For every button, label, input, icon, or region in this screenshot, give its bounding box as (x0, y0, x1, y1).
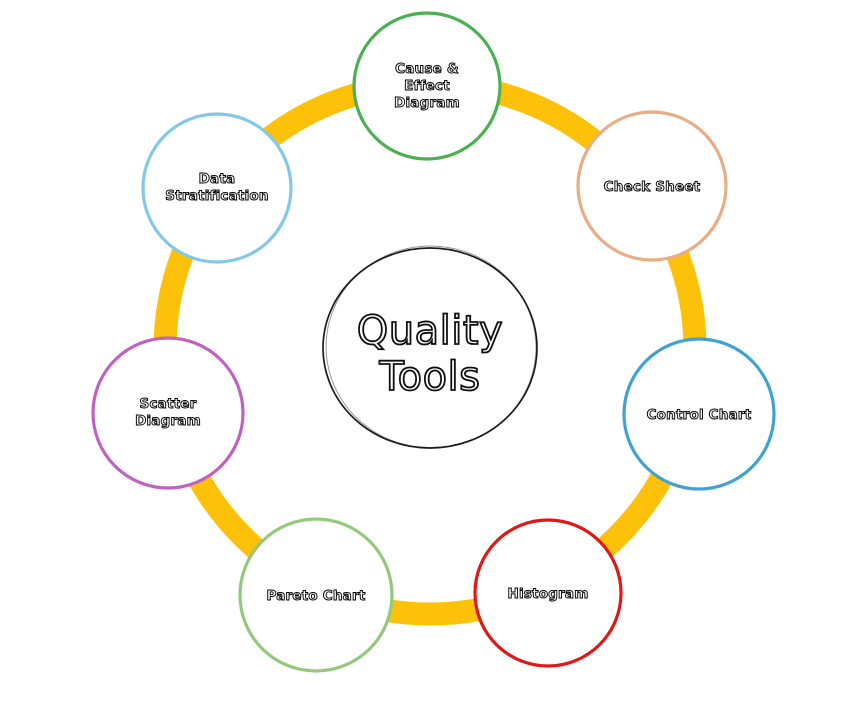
node-label-line: Histogram (508, 586, 589, 602)
node-label-line: Pareto Chart (266, 588, 365, 604)
node-label-histogram: Histogram (507, 586, 589, 603)
node-label-data-stratification: Data Stratification (165, 171, 269, 205)
node-label-line: Stratification (165, 188, 268, 204)
center-node: Quality Tools (322, 245, 538, 449)
node-circle-scatter-diagram (91, 336, 245, 490)
node-label-line: Scatter (140, 396, 197, 412)
node-label-line: Diagram (394, 95, 460, 111)
node-label-line: Data (199, 171, 236, 187)
node-circle-data-stratification (141, 112, 293, 264)
center-title-line-2: Tools (378, 354, 480, 400)
node-circle-cause-effect-diagram (352, 11, 502, 161)
node-label-line: Effect (404, 78, 450, 94)
node-circle-pareto-chart (238, 517, 394, 673)
center-circle-sketch-line (325, 245, 537, 449)
node-label-line: Control Chart (647, 407, 752, 423)
node-label-scatter-diagram: Scatter Diagram (135, 396, 202, 430)
center-title-line-1: Quality (357, 308, 503, 354)
node-label-line: Cause & (395, 61, 459, 77)
node-label-line: Diagram (135, 413, 201, 429)
node-label-pareto-chart: Pareto Chart (266, 588, 366, 605)
node-circle-histogram (473, 518, 623, 668)
center-circle (322, 247, 538, 449)
node-circle-control-chart (622, 337, 776, 491)
node-circle-check-sheet (576, 110, 728, 262)
node-label-cause-effect-diagram: Cause & Effect Diagram (394, 61, 461, 112)
node-label-control-chart: Control Chart (646, 407, 752, 424)
node-label-check-sheet: Check Sheet (603, 179, 701, 196)
node-label-line: Check Sheet (604, 179, 701, 195)
